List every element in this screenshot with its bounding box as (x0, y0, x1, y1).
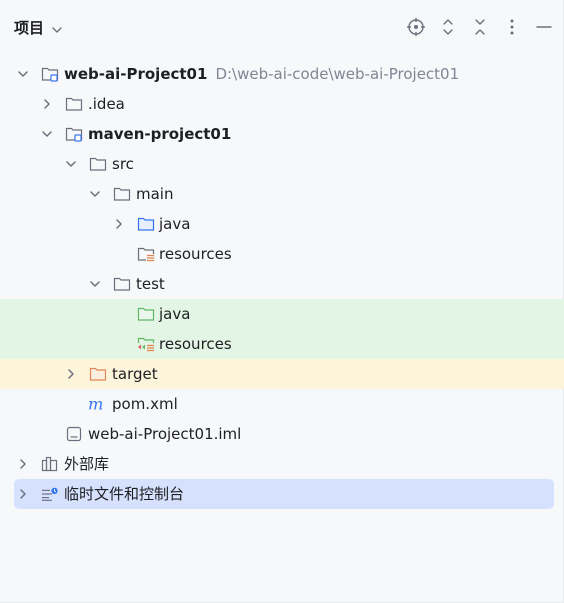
panel-title: 项目 (14, 19, 45, 37)
project-view-selector[interactable]: 项目 (14, 17, 64, 39)
tree-node-label: target (112, 365, 158, 383)
folder-icon (89, 156, 107, 172)
module-folder-icon (41, 66, 59, 82)
header-toolbar (404, 15, 556, 39)
tree-node-label: java (159, 215, 191, 233)
tree-node-label: test (136, 275, 165, 293)
tree-node-label: main (136, 185, 174, 203)
chevron-down-icon[interactable] (63, 156, 79, 172)
source-folder-icon (137, 216, 155, 232)
maven-icon: m (88, 396, 106, 412)
tree-node-test-resources[interactable]: resources (0, 329, 564, 359)
project-path-hint: D:\web-ai-code\web-ai-Project01 (215, 65, 460, 83)
test-resources-folder-icon (137, 336, 155, 352)
project-tree: web-ai-Project01 D:\web-ai-code\web-ai-Pr… (0, 59, 564, 509)
tree-node-src-folder[interactable]: src (0, 149, 564, 179)
excluded-folder-icon (89, 366, 107, 382)
tree-node-label: java (159, 305, 191, 323)
tool-window-header: 项目 (0, 0, 564, 56)
libraries-icon (41, 456, 59, 472)
resources-folder-icon (137, 246, 155, 262)
collapse-all-icon[interactable] (468, 15, 492, 39)
chevron-right-icon[interactable] (63, 366, 79, 382)
folder-icon (113, 276, 131, 292)
tree-node-target-folder[interactable]: target (0, 359, 564, 389)
iml-file-icon (65, 426, 83, 442)
tree-node-pom-file[interactable]: m pom.xml (0, 389, 564, 419)
tree-node-label: .idea (88, 95, 125, 113)
chevron-right-icon[interactable] (39, 96, 55, 112)
more-icon[interactable] (500, 15, 524, 39)
tree-node-idea-folder[interactable]: .idea (0, 89, 564, 119)
tree-node-external-libraries[interactable]: 外部库 (0, 449, 564, 479)
chevron-right-icon[interactable] (15, 456, 31, 472)
module-folder-icon (65, 126, 83, 142)
locate-icon[interactable] (404, 15, 428, 39)
tree-node-main-folder[interactable]: main (0, 179, 564, 209)
tree-node-label: pom.xml (112, 395, 178, 413)
tree-node-label: src (112, 155, 134, 173)
tree-node-maven-module[interactable]: maven-project01 (0, 119, 564, 149)
minimize-icon[interactable] (532, 15, 556, 39)
folder-icon (65, 96, 83, 112)
tree-node-label: web-ai-Project01.iml (88, 425, 242, 443)
folder-icon (113, 186, 131, 202)
tree-node-label: resources (159, 335, 232, 353)
chevron-down-icon[interactable] (87, 276, 103, 292)
tree-node-iml-file[interactable]: web-ai-Project01.iml (0, 419, 564, 449)
tree-node-root-project[interactable]: web-ai-Project01 D:\web-ai-code\web-ai-Pr… (0, 59, 564, 89)
chevron-down-icon[interactable] (39, 126, 55, 142)
tree-node-test-java[interactable]: java (0, 299, 564, 329)
tree-node-label: web-ai-Project01 (64, 65, 208, 83)
chevron-down-icon[interactable] (87, 186, 103, 202)
svg-text:m: m (88, 396, 103, 412)
chevron-right-icon[interactable] (111, 216, 127, 232)
chevron-right-icon[interactable] (15, 486, 31, 502)
chevron-down-icon (50, 21, 64, 35)
tree-node-label: 外部库 (64, 455, 110, 473)
tree-node-scratches[interactable]: 临时文件和控制台 (14, 479, 554, 509)
tree-node-label: 临时文件和控制台 (64, 485, 185, 503)
chevron-down-icon[interactable] (15, 66, 31, 82)
tree-node-label: maven-project01 (88, 125, 232, 143)
tree-node-main-java[interactable]: java (0, 209, 564, 239)
tree-node-main-resources[interactable]: resources (0, 239, 564, 269)
scratches-icon (41, 486, 59, 502)
tree-node-test-folder[interactable]: test (0, 269, 564, 299)
expand-all-icon[interactable] (436, 15, 460, 39)
test-source-folder-icon (137, 306, 155, 322)
tree-node-label: resources (159, 245, 232, 263)
